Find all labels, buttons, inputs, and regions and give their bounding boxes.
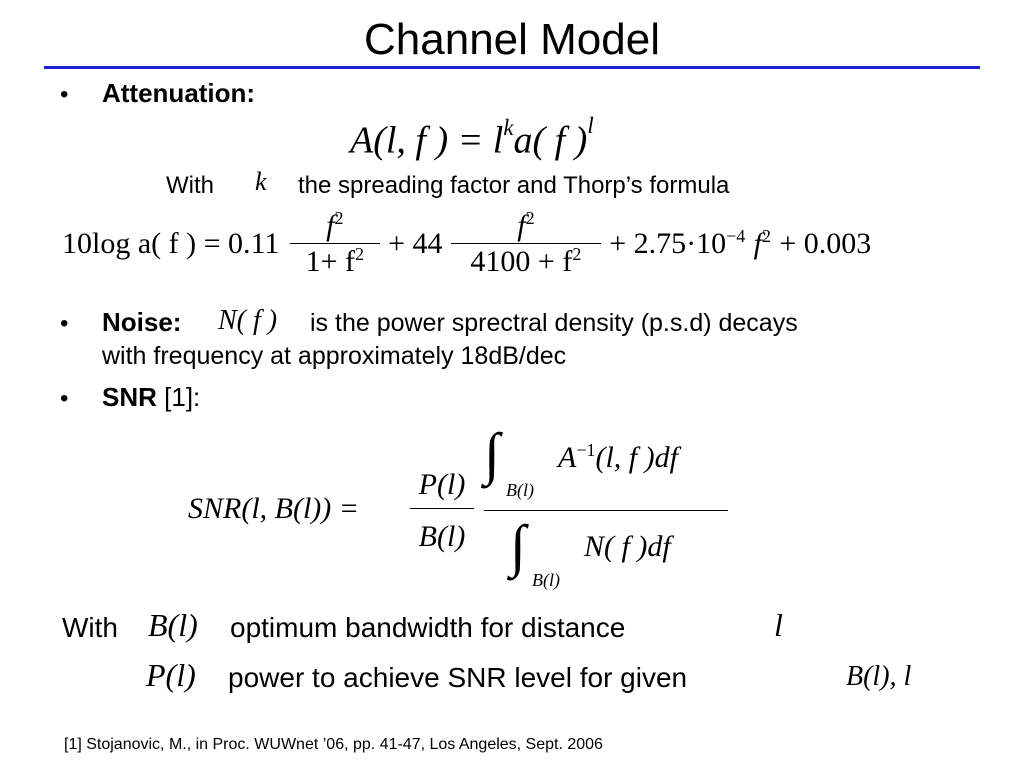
footnote: [1] Stojanovic, M., in Proc. WUWnet ’06,… bbox=[64, 736, 603, 753]
with-k-line: With bbox=[166, 170, 214, 202]
attenuation-a: a( f ) bbox=[513, 119, 588, 162]
snr-b: B(l) bbox=[418, 520, 466, 553]
noise-text-line1: is the power sprectral density (p.s.d) d… bbox=[310, 309, 798, 337]
attenuation-k: k bbox=[503, 115, 514, 140]
bullet-dot: • bbox=[60, 81, 69, 108]
integral-bottom-sub: B(l) bbox=[532, 570, 560, 590]
b-symbol: B(l) bbox=[148, 607, 198, 643]
given-symbol: B(l), l bbox=[846, 661, 912, 692]
power-text: power to achieve SNR level for given bbox=[228, 662, 688, 693]
snr-lhs: SNR(l, B(l)) = bbox=[188, 492, 360, 525]
attenuation-exp: l bbox=[587, 113, 594, 138]
noise-symbol: N( f ) bbox=[218, 305, 278, 336]
thorp-term1-den: 1+ f2 bbox=[305, 244, 364, 278]
slide-title: Channel Model bbox=[364, 15, 660, 64]
snr-frac-bar-2 bbox=[484, 510, 728, 511]
snr-p: P(l) bbox=[418, 468, 466, 501]
integral-sign-bottom: ∫ bbox=[510, 513, 526, 578]
thorp-term2-den: 4100 + f2 bbox=[470, 244, 582, 278]
k-symbol: k bbox=[255, 167, 267, 196]
spreading-factor-text: the spreading factor and Thorp’s formula bbox=[298, 172, 730, 199]
integral-top-expr: A−1(l, f )df bbox=[558, 440, 678, 474]
snr-formula: SNR(l, B(l)) = P(l) B(l) ∫ B(l) A−1(l, f… bbox=[188, 424, 748, 590]
noise-label: Noise: bbox=[102, 307, 182, 337]
p-symbol: P(l) bbox=[146, 657, 196, 693]
bullet-dot: • bbox=[60, 310, 69, 337]
bandwidth-text: optimum bandwidth for distance bbox=[230, 612, 626, 643]
snr-heading: SNR [1]: bbox=[102, 381, 200, 413]
l-symbol: l bbox=[774, 607, 783, 643]
integral-sign-top: ∫ bbox=[484, 421, 500, 486]
thorp-term2-num: f2 bbox=[517, 208, 535, 242]
thorp-term1-num: f2 bbox=[326, 208, 344, 242]
attenuation-lhs: A(l, f ) = bbox=[350, 119, 493, 162]
attenuation-label: Attenuation: bbox=[102, 78, 256, 108]
with-text: With bbox=[166, 172, 214, 199]
attenuation-formula: A(l, f ) = lka( f )l bbox=[350, 108, 594, 165]
title-divider bbox=[44, 66, 980, 69]
thorp-term1: f2 1+ f2 bbox=[289, 208, 380, 279]
snr-ref: [1]: bbox=[164, 382, 201, 412]
thorp-tail: + 2.75·10−4 f2 + 0.003 bbox=[609, 226, 872, 260]
integral-top-sub: B(l) bbox=[506, 480, 534, 500]
integral-bottom-expr: N( f )df bbox=[584, 530, 671, 563]
thorp-formula: 10log a( f ) = 0.11 f2 1+ f2 + 44 f2 410… bbox=[62, 208, 982, 304]
thorp-lhs: 10log a( f ) = 0.11 bbox=[62, 226, 280, 260]
bullet-dot: • bbox=[60, 385, 69, 412]
thorp-term2: f2 4100 + f2 bbox=[450, 208, 601, 279]
snr-frac-bar-1 bbox=[410, 508, 474, 509]
thorp-plus44: + 44 bbox=[388, 226, 443, 260]
with-label: With bbox=[62, 612, 118, 643]
noise-text-line2: with frequency at approximately 18dB/dec bbox=[102, 342, 567, 370]
attenuation-l: l bbox=[492, 119, 504, 162]
snr-label: SNR bbox=[102, 382, 157, 412]
